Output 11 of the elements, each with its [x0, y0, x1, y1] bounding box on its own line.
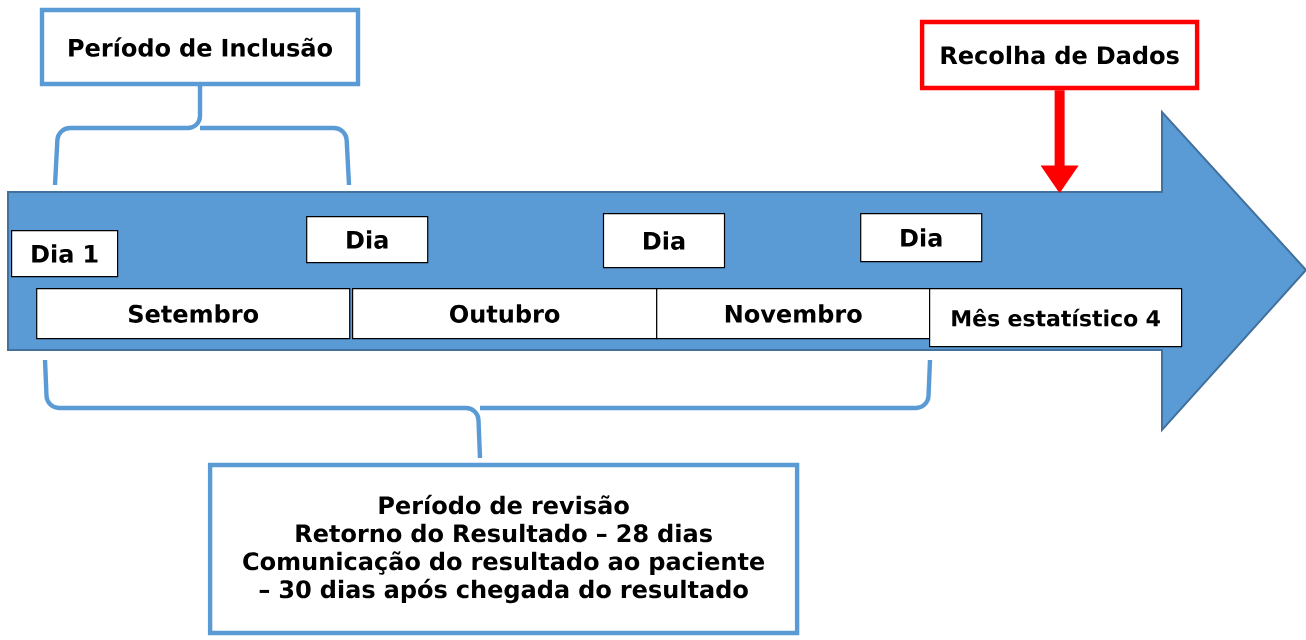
month-box: Outubro	[352, 288, 658, 340]
month-box: Setembro	[36, 288, 351, 340]
label-box: Recolha de Dados	[919, 19, 1200, 91]
day-box: Dia	[860, 213, 983, 263]
day-box: Dia	[306, 216, 429, 264]
day-box: Dia 1	[11, 230, 119, 278]
label-box: Período de Inclusão	[39, 7, 361, 87]
month-box: Mês estatístico 4	[929, 288, 1183, 348]
month-box: Novembro	[656, 288, 931, 340]
day-box: Dia	[602, 213, 726, 269]
description-box: Período de revisão Retorno do Resultado – 28 dias Comunicação do resultado ao paciente – 30 dias após chegada do resultado	[207, 462, 800, 636]
